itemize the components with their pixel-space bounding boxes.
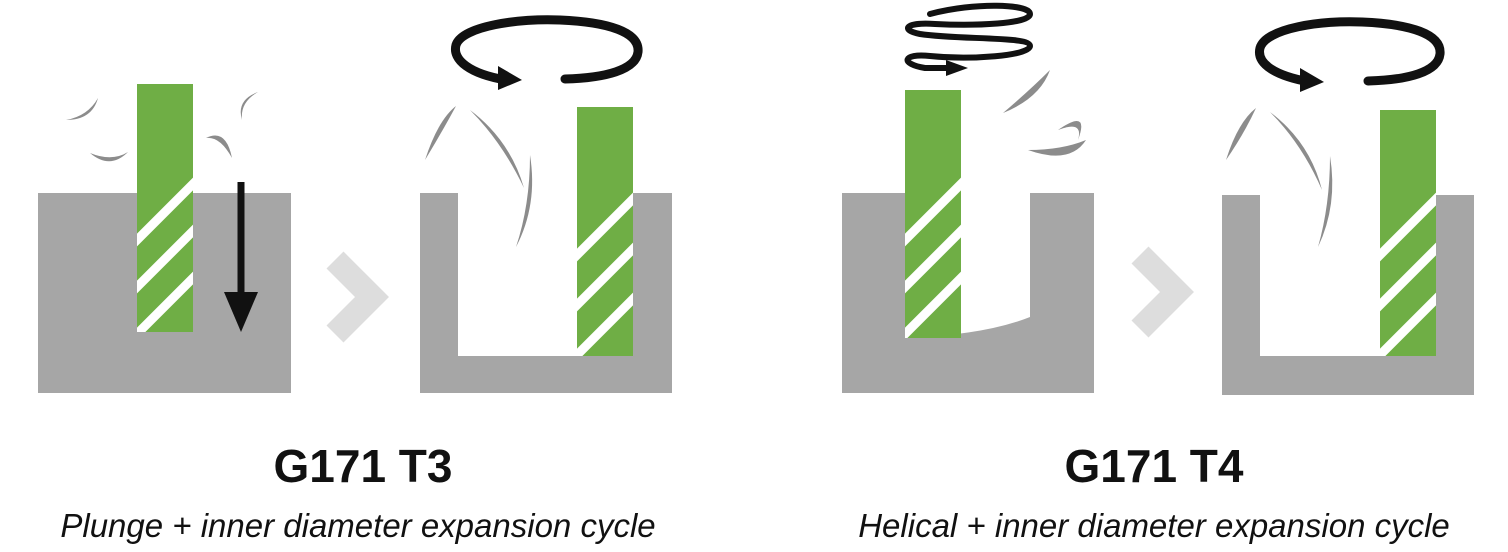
cycle-title-t4: G171 T4 — [1064, 440, 1244, 492]
cycle-description-t4: Helical + inner diameter expansion cycle — [858, 507, 1450, 544]
tool-flutes — [905, 177, 961, 338]
workpiece — [842, 193, 1094, 393]
chip — [516, 155, 533, 247]
chip — [1270, 112, 1322, 190]
tool-flutes — [137, 177, 193, 332]
helical-arrow-icon — [904, 2, 1034, 76]
chip — [1226, 108, 1256, 160]
cycle-description-t3: Plunge + inner diameter expansion cycle — [60, 507, 656, 544]
chips — [1226, 108, 1333, 247]
chip — [425, 106, 456, 160]
chip — [1058, 121, 1082, 140]
workpiece — [38, 193, 291, 393]
panel-plunge — [38, 84, 291, 393]
down-arrow-icon — [224, 182, 258, 332]
chip — [1318, 156, 1333, 247]
cycle-title-t3: G171 T3 — [273, 440, 453, 492]
end-mill — [137, 84, 193, 332]
end-mill — [577, 107, 633, 356]
panel-expansion-2 — [1222, 17, 1474, 395]
chips — [425, 106, 533, 247]
end-mill — [905, 90, 961, 338]
chip — [1003, 70, 1050, 113]
chips — [1003, 70, 1086, 156]
panel-expansion-1 — [420, 15, 672, 393]
tool-flutes — [577, 192, 633, 356]
rotation-arrow-icon — [451, 15, 643, 90]
chips — [66, 92, 258, 162]
chip — [206, 135, 232, 158]
chip — [66, 98, 98, 120]
chip — [1028, 140, 1086, 156]
end-mill — [1380, 110, 1436, 356]
workpiece — [1222, 195, 1474, 395]
chip — [470, 110, 524, 188]
panel-helical — [842, 2, 1094, 393]
chevron-right-icon — [326, 251, 389, 343]
tool-flutes — [1380, 192, 1436, 356]
chip — [90, 152, 128, 162]
chevron-right-icon — [1131, 246, 1194, 338]
workpiece — [420, 193, 672, 393]
rotation-arrow-icon — [1255, 17, 1445, 92]
chip — [240, 92, 258, 120]
